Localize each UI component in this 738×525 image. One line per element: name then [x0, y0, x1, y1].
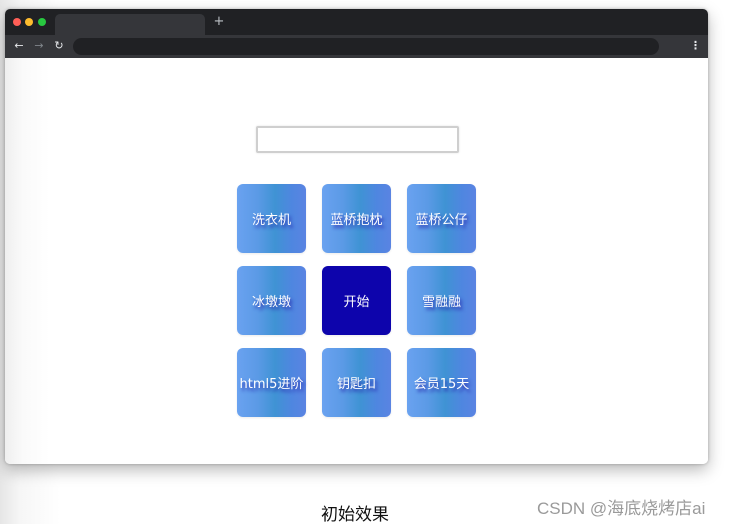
prize-tile-html5-advanced[interactable]: html5进阶: [237, 348, 306, 417]
browser-window: + ← → ↻ ⋮ 洗衣机 蓝桥抱枕 蓝桥公仔 冰墩墩 开始 雪融融 htm: [5, 9, 708, 464]
figure-caption: 初始效果: [321, 505, 389, 525]
title-bar: +: [5, 9, 708, 35]
back-arrow-icon[interactable]: ←: [14, 39, 24, 52]
prize-tile-washing-machine[interactable]: 洗衣机: [237, 184, 306, 253]
tile-label: 冰墩墩: [251, 295, 291, 310]
window-close-button[interactable]: [13, 18, 21, 26]
page-content: 洗衣机 蓝桥抱枕 蓝桥公仔 冰墩墩 开始 雪融融 html5进阶 钥匙扣 会员1…: [5, 58, 708, 464]
tile-label: 蓝桥抱枕: [330, 213, 383, 228]
tile-label: 钥匙扣: [336, 377, 376, 392]
reload-icon[interactable]: ↻: [54, 39, 64, 52]
start-button[interactable]: 开始: [322, 266, 391, 335]
window-maximize-button[interactable]: [38, 18, 46, 26]
browser-toolbar: ← → ↻ ⋮: [5, 35, 708, 58]
tile-label: 洗衣机: [251, 213, 291, 228]
tile-label: 蓝桥公仔: [415, 213, 468, 228]
new-tab-plus-icon[interactable]: +: [213, 14, 225, 29]
csdn-watermark: CSDN @海底烧烤店ai: [537, 499, 706, 518]
browser-tab[interactable]: [55, 14, 205, 35]
address-bar[interactable]: [73, 38, 659, 55]
tile-label: 雪融融: [421, 295, 461, 310]
more-menu-icon[interactable]: ⋮: [690, 39, 701, 52]
window-minimize-button[interactable]: [25, 18, 33, 26]
prize-tile-membership-15-days[interactable]: 会员15天: [407, 348, 476, 417]
prize-tile-lanqiao-doll[interactable]: 蓝桥公仔: [407, 184, 476, 253]
prize-tile-bing-dwen-dwen[interactable]: 冰墩墩: [237, 266, 306, 335]
search-input[interactable]: [256, 126, 459, 153]
tile-label: 会员15天: [413, 377, 470, 392]
start-button-label: 开始: [343, 295, 370, 310]
prize-tile-shuey-rhon-rhon[interactable]: 雪融融: [407, 266, 476, 335]
forward-arrow-icon[interactable]: →: [34, 39, 44, 52]
tile-label: html5进阶: [239, 377, 304, 392]
prize-tile-lanqiao-pillow[interactable]: 蓝桥抱枕: [322, 184, 391, 253]
prize-tile-keychain[interactable]: 钥匙扣: [322, 348, 391, 417]
